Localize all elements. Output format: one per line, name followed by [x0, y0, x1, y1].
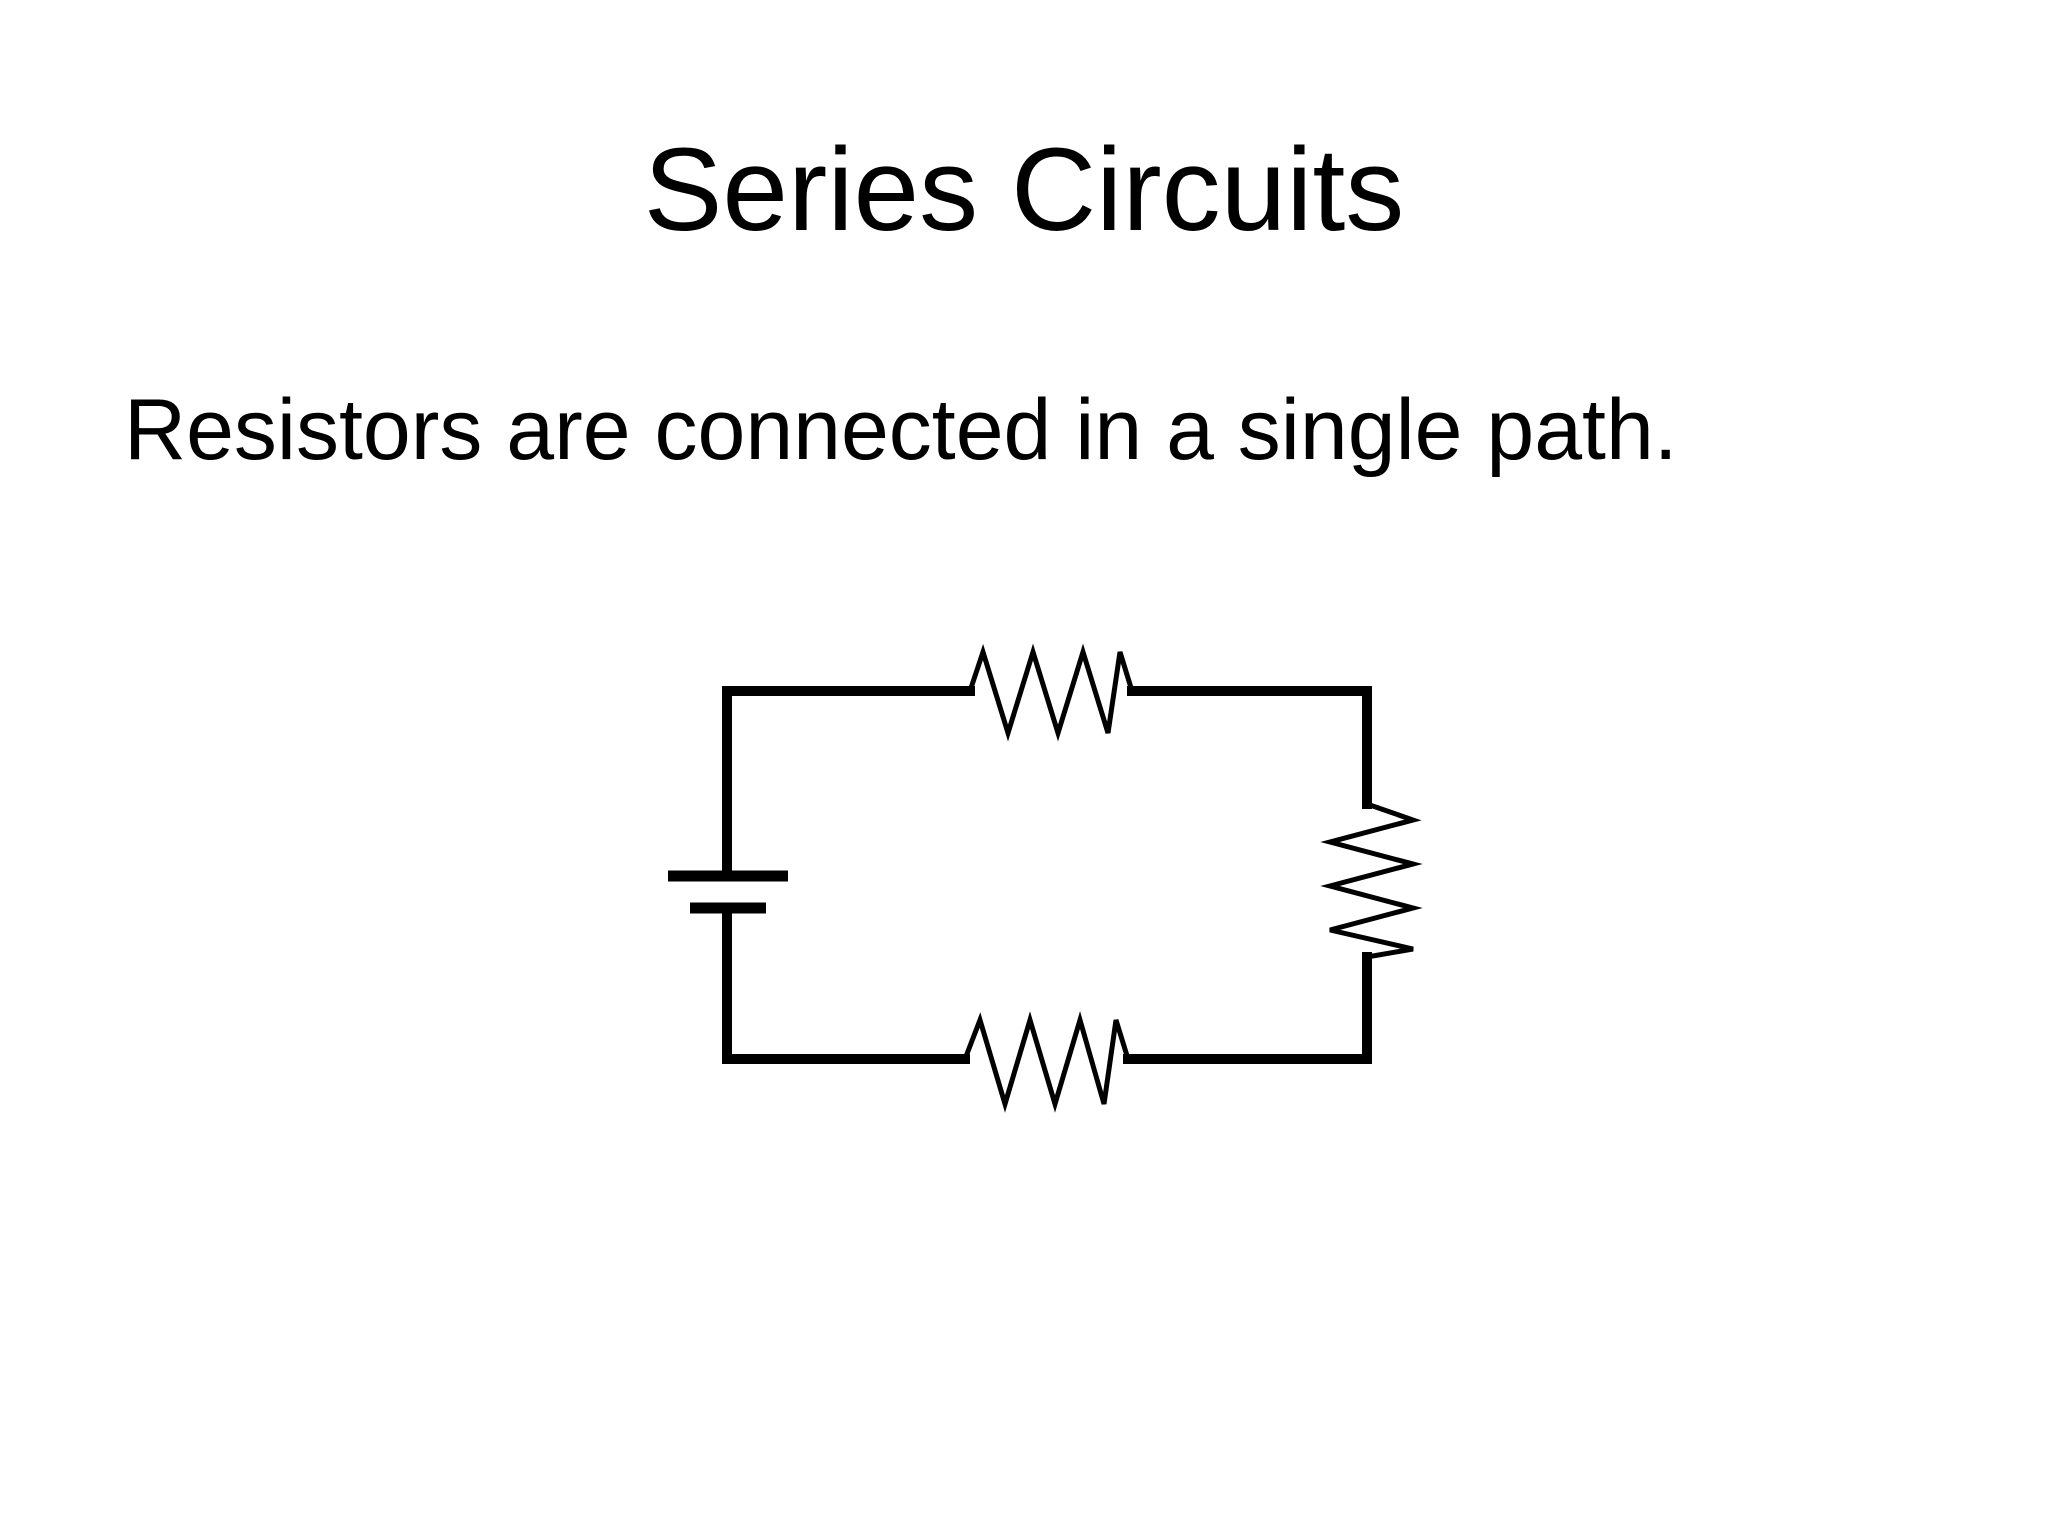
wire-right-bottom: [1123, 952, 1372, 1064]
resistor-top-icon: [967, 643, 1135, 742]
slide-body-text: Resistors are connected in a single path…: [124, 382, 1678, 478]
slide-title: Series Circuits: [643, 124, 1405, 256]
wire-bottom-left: [722, 903, 970, 1064]
circuit-wires: [722, 686, 1372, 1064]
resistor-bottom-icon: [962, 1011, 1131, 1113]
resistor-right-icon: [1320, 801, 1423, 960]
wire-top-left: [722, 686, 975, 881]
wire-top-right: [1127, 686, 1372, 809]
battery-icon: [668, 870, 788, 914]
